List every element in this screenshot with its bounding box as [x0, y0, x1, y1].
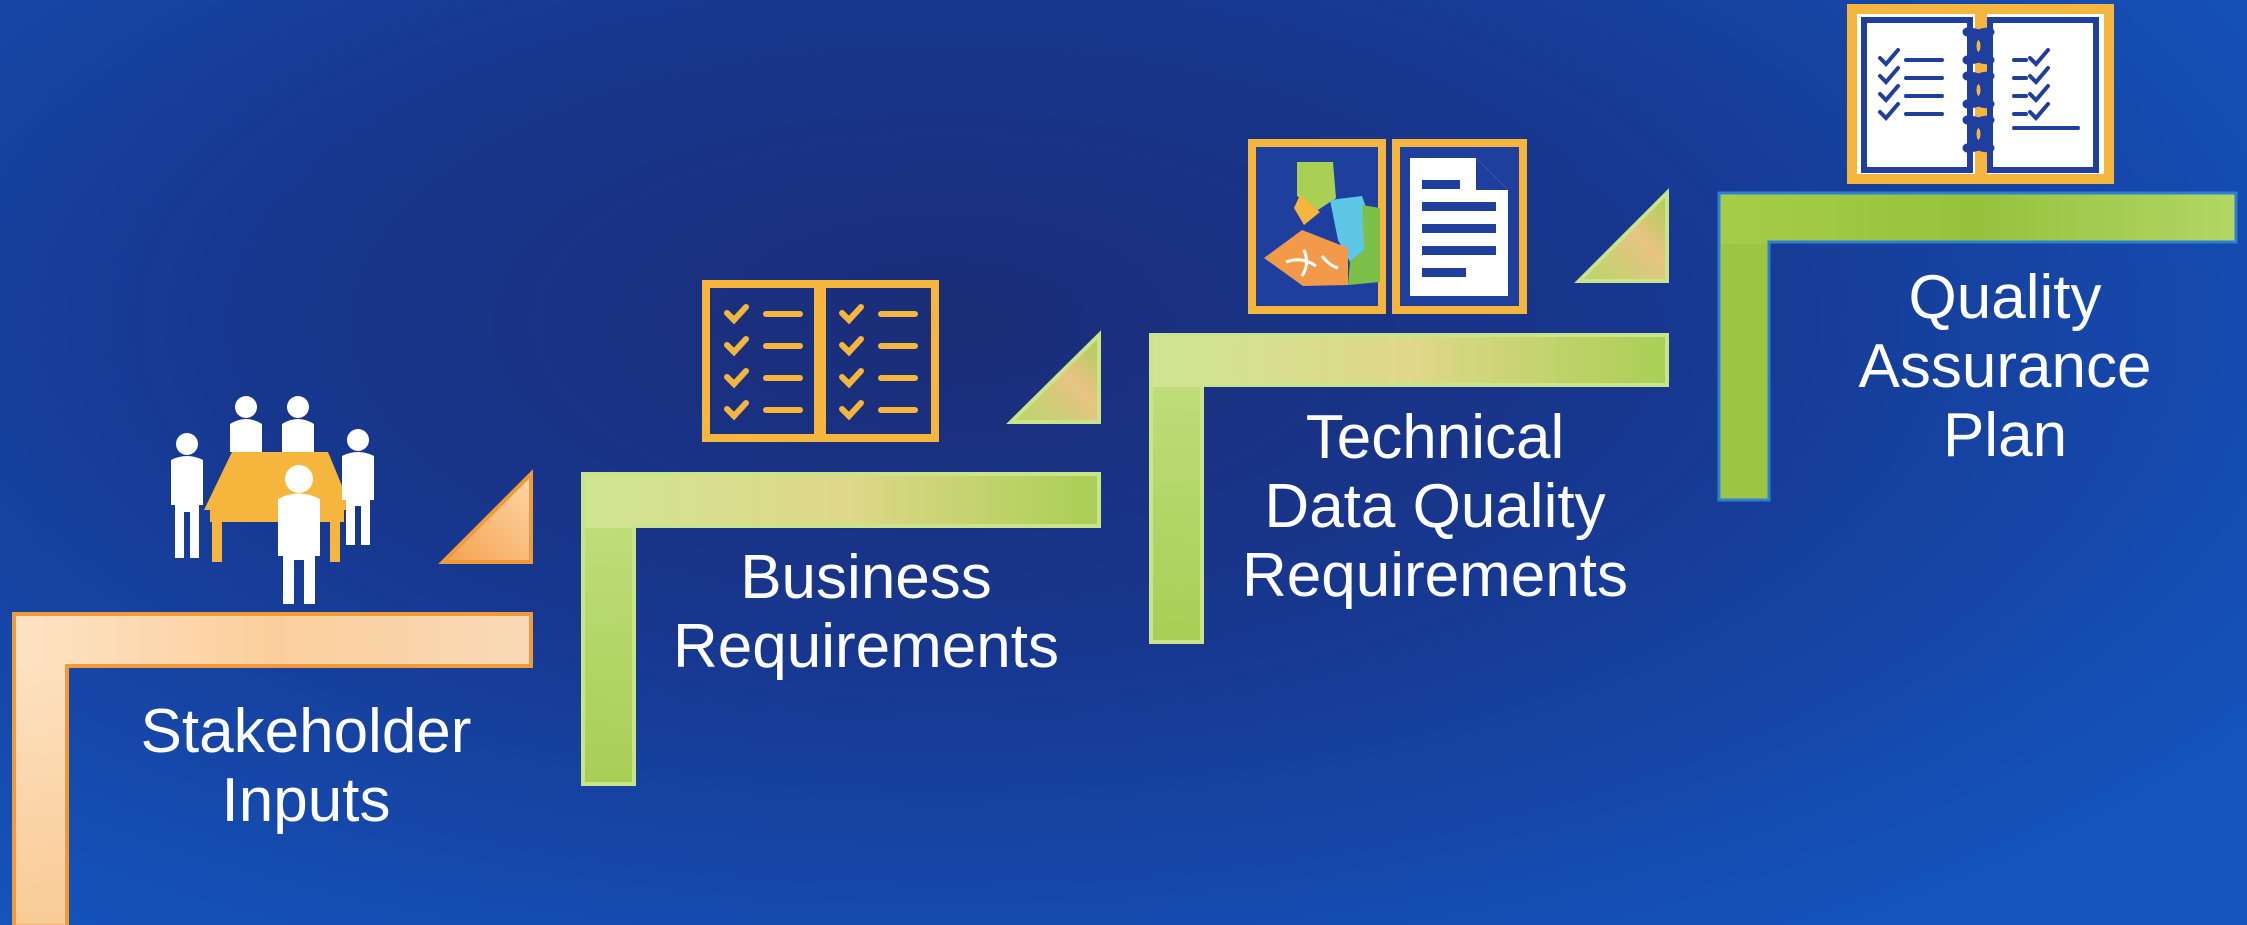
step-bracket-green: [1149, 333, 1669, 644]
meeting-people-icon: [171, 396, 374, 604]
label-line: Stakeholder: [140, 697, 472, 766]
step-stakeholder: [12, 396, 533, 925]
label-line: Data Quality: [1264, 472, 1606, 541]
label-line: Plan: [1942, 401, 2068, 470]
label-line: Quality: [1908, 263, 2102, 332]
step-business: [581, 280, 1101, 786]
step-label-technical: Technical Data Quality Requirements: [1215, 403, 1655, 610]
step-bracket-green: [1717, 191, 2238, 502]
label-line: Business: [740, 543, 992, 612]
step-bracket-orange: [12, 612, 533, 925]
step-label-qa: Quality Assurance Plan: [1805, 263, 2205, 470]
step-triangle-green: [1006, 330, 1101, 424]
label-line: Assurance: [1858, 332, 2152, 401]
step-label-stakeholder: Stakeholder Inputs: [106, 697, 506, 835]
label-line: Requirements: [1242, 541, 1628, 610]
checklist-book-icon: [702, 280, 939, 442]
step-triangle-green: [1574, 188, 1669, 283]
label-line: Technical: [1305, 403, 1565, 472]
map-document-icon: [1248, 139, 1527, 314]
label-line: Requirements: [673, 612, 1059, 681]
step-label-business: Business Requirements: [651, 543, 1081, 681]
label-line: Inputs: [221, 766, 391, 835]
binder-checklist-icon: [1847, 4, 2114, 184]
step-triangle-orange: [438, 469, 533, 564]
step-technical: [1149, 139, 1669, 644]
step-bracket-green: [581, 472, 1101, 786]
step-qa: [1717, 4, 2238, 502]
